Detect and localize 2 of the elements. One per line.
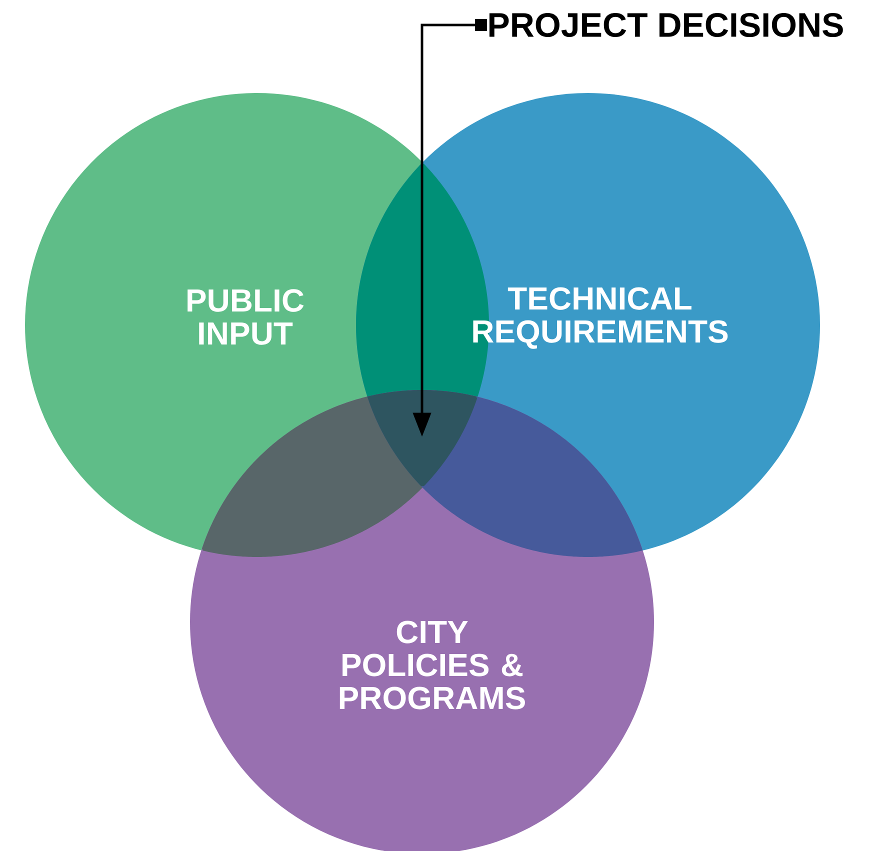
overlap-region — [367, 390, 478, 486]
heading: PROJECT DECISIONS — [489, 12, 843, 38]
